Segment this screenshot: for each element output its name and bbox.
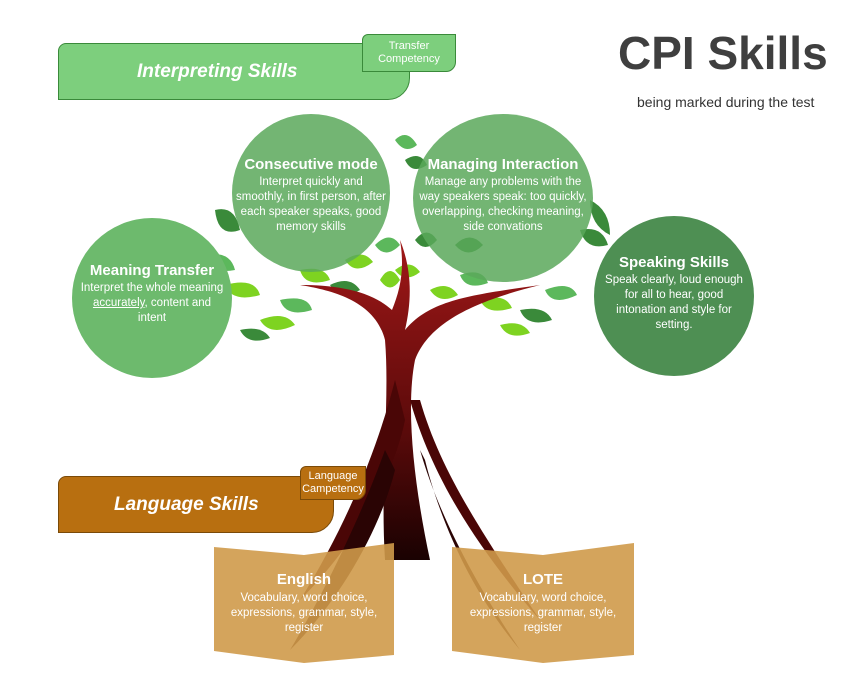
consecutive-heading: Consecutive mode bbox=[244, 156, 378, 173]
english-root-shape bbox=[214, 543, 394, 663]
language-banner: Language Skills bbox=[58, 476, 334, 533]
language-tag-line2: Campetency bbox=[302, 483, 364, 495]
trunk bbox=[290, 240, 540, 650]
speaking-body: Speak clearly, loud enough for all to he… bbox=[605, 274, 743, 331]
language-tag-line1: Language bbox=[308, 470, 358, 482]
transfer-tag-line2: Competency bbox=[378, 53, 440, 65]
lote-body: Vocabulary, word choice, expressions, gr… bbox=[469, 592, 617, 634]
managing-heading: Managing Interaction bbox=[427, 156, 579, 173]
circle-speaking-skills: Speaking Skills Speak clearly, loud enou… bbox=[594, 216, 754, 376]
circle-consecutive-mode: Consecutive mode Interpret quickly and s… bbox=[232, 114, 390, 272]
managing-body: Manage any problems with the way speaker… bbox=[419, 176, 587, 233]
root-english: English Vocabulary, word choice, express… bbox=[218, 571, 390, 636]
page-title: CPI Skills bbox=[618, 27, 828, 79]
english-heading: English bbox=[276, 571, 332, 588]
root-lote: LOTE Vocabulary, word choice, expression… bbox=[456, 571, 630, 636]
lote-heading: LOTE bbox=[523, 571, 563, 588]
english-body: Vocabulary, word choice, expressions, gr… bbox=[230, 592, 378, 634]
meaning-body: Interpret the whole meaning accurately, … bbox=[80, 282, 224, 324]
circle-meaning-transfer: Meaning Transfer Interpret the whole mea… bbox=[72, 218, 232, 378]
speaking-heading: Speaking Skills bbox=[618, 254, 730, 271]
language-banner-label: Language Skills bbox=[114, 494, 259, 515]
transfer-competency-tag: Transfer Competency bbox=[362, 34, 456, 72]
meaning-heading: Meaning Transfer bbox=[89, 262, 215, 279]
lote-root-shape bbox=[452, 543, 634, 663]
language-competency-tag: Language Campetency bbox=[300, 466, 366, 500]
interpreting-banner-label: Interpreting Skills bbox=[137, 61, 298, 82]
page-subtitle: being marked during the test bbox=[637, 94, 815, 110]
transfer-tag-line1: Transfer bbox=[388, 40, 430, 52]
circle-managing-interaction: Managing Interaction Manage any problems… bbox=[413, 114, 593, 282]
consecutive-body: Interpret quickly and smoothly, in first… bbox=[236, 176, 386, 233]
interpreting-banner: Interpreting Skills bbox=[58, 43, 410, 100]
meaning-emphasis: accurately bbox=[92, 297, 145, 309]
